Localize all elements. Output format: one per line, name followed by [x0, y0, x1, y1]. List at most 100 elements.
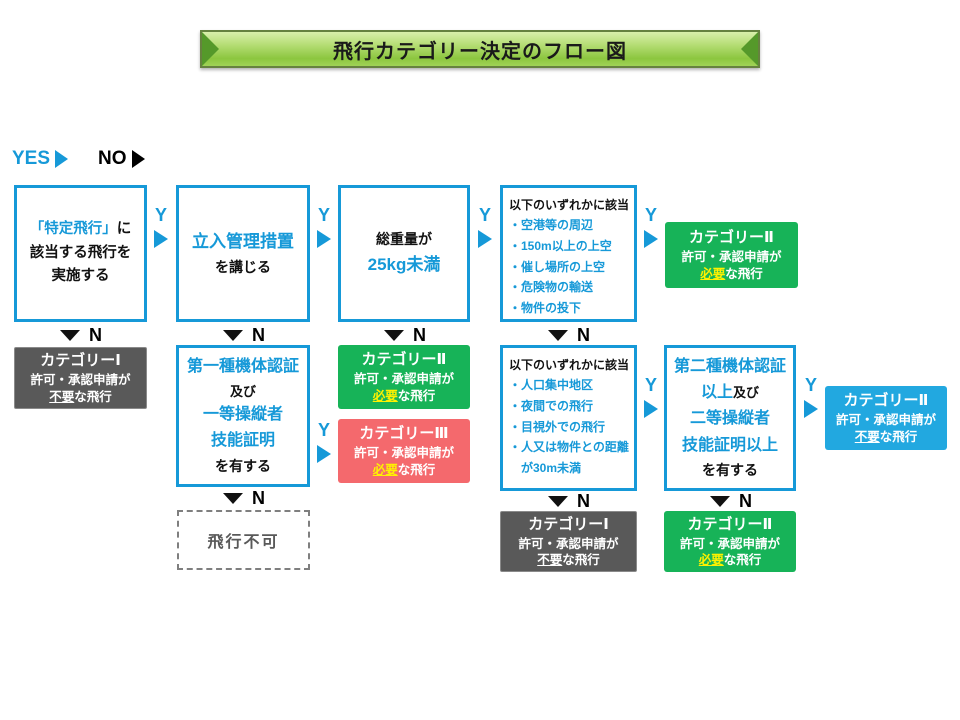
list-item: ・150m以上の上空 — [509, 239, 612, 254]
condition-list-box-airspace: 以下のいずれかに該当 ・空港等の周辺 ・150m以上の上空 ・催し場所の上空 ・… — [500, 185, 637, 322]
result-subtitle: 不要な飛行 — [49, 389, 112, 406]
legend-yes-label: YES — [12, 148, 51, 169]
emphasis-text: 必要 — [372, 462, 398, 477]
no-fly-label: 飛行不可 — [207, 534, 280, 551]
result-category2-top: カテゴリーⅡ 許可・承認申請が 必要な飛行 — [665, 222, 798, 288]
yes-arrow: Y — [638, 376, 664, 418]
arrow-label-n: N — [577, 325, 590, 345]
right-arrow-icon — [804, 400, 818, 418]
decision-box-weight: 総重量が 25kg未満 — [338, 185, 470, 322]
list-item: ・夜間での飛行 — [509, 399, 594, 414]
result-subtitle: 不要な飛行 — [855, 429, 918, 446]
condition-list-box-flight-mode: 以下のいずれかに該当 ・人口集中地区 ・夜間での飛行 ・目視外での飛行 ・人又は… — [500, 345, 637, 491]
yes-arrow: Y — [311, 421, 337, 463]
plain-text: な飛行 — [397, 388, 436, 403]
right-arrow-icon — [317, 445, 331, 463]
result-category2-mid: カテゴリーⅡ 許可・承認申請が 必要な飛行 — [338, 345, 470, 409]
result-subtitle: 許可・承認申請が — [679, 536, 780, 551]
result-subtitle: 必要な飛行 — [699, 552, 762, 569]
no-marker: N — [548, 326, 590, 344]
down-arrow-icon — [223, 492, 243, 504]
decision-box-tokutei-hikou: 「特定飛行」に 該当する飛行を 実施する — [14, 185, 147, 322]
yes-arrow: Y — [148, 206, 174, 248]
list-item: ・危険物の輸送 — [509, 280, 594, 295]
plain-text: な飛行 — [74, 389, 112, 404]
no-fly-box: 飛行不可 — [177, 510, 310, 570]
arrow-label-n: N — [577, 491, 590, 511]
list-item: ・目視外での飛行 — [509, 419, 606, 434]
result-category2-blue: カテゴリーⅡ 許可・承認申請が 不要な飛行 — [825, 386, 947, 450]
highlight-text: 二等操縦者 — [689, 410, 770, 428]
down-arrow-icon — [384, 329, 404, 341]
right-arrow-icon — [478, 230, 492, 248]
right-arrow-icon — [317, 230, 331, 248]
arrow-label-y: Y — [644, 205, 657, 225]
yes-arrow: Y — [638, 206, 664, 248]
no-marker: N — [384, 326, 426, 344]
box-text-line: 以上及び — [701, 380, 759, 406]
emphasis-text: 必要 — [698, 553, 724, 568]
banner-bevel-right-icon — [741, 32, 758, 66]
result-title: カテゴリーⅡ — [689, 229, 774, 247]
no-marker: N — [710, 492, 752, 510]
result-category1-bottom: カテゴリーⅠ 許可・承認申請が 不要な飛行 — [500, 511, 637, 572]
legend: YES NO — [12, 148, 145, 170]
emphasis-text: 必要 — [700, 266, 726, 281]
arrow-label-y: Y — [317, 205, 330, 225]
highlight-text: 25kg未満 — [367, 255, 441, 275]
result-subtitle: 許可・承認申請が — [681, 250, 782, 264]
plain-text: な飛行 — [397, 462, 436, 477]
arrow-label-y: Y — [804, 375, 817, 395]
result-subtitle: 必要な飛行 — [700, 266, 763, 283]
result-category1-left: カテゴリーⅠ 許可・承認申請が 不要な飛行 — [14, 347, 147, 409]
down-arrow-icon — [548, 329, 568, 341]
no-marker: N — [548, 492, 590, 510]
result-title: カテゴリーⅡ — [361, 351, 447, 369]
box-text-line: 該当する飛行を — [29, 244, 132, 261]
no-marker: N — [223, 326, 265, 344]
highlight-text: 以上 — [700, 384, 733, 402]
result-subtitle: 必要な飛行 — [373, 462, 436, 479]
highlight-text: 立入管理措置 — [192, 231, 294, 251]
title-banner: 飛行カテゴリー決定のフロー図 — [200, 30, 760, 68]
highlight-text: 「特定飛行」 — [29, 220, 117, 237]
result-title: カテゴリーⅢ — [359, 425, 449, 443]
arrow-label-y: Y — [644, 375, 657, 395]
down-arrow-icon — [548, 495, 568, 507]
plain-text: な飛行 — [723, 553, 762, 568]
down-arrow-icon — [710, 495, 730, 507]
right-arrow-icon — [644, 230, 658, 248]
result-title: カテゴリーⅡ — [843, 392, 929, 410]
box-text-line: 「特定飛行」に — [30, 218, 132, 242]
arrow-label-n: N — [739, 491, 752, 511]
arrow-label-n: N — [252, 325, 265, 345]
down-arrow-icon — [60, 329, 80, 341]
yes-arrow: Y — [472, 206, 498, 248]
highlight-text: 技能証明以上 — [681, 436, 778, 454]
result-subtitle: 必要な飛行 — [373, 388, 436, 405]
banner-bevel-left-icon — [202, 32, 219, 66]
list-item: が30m未満 — [509, 460, 582, 475]
legend-no-label: NO — [98, 148, 127, 169]
list-header: 以下のいずれかに該当 — [509, 198, 630, 212]
emphasis-text: 不要 — [854, 429, 880, 444]
no-marker: N — [223, 489, 265, 507]
highlight-text: 一等操縦者 — [202, 405, 283, 423]
plain-text: に — [116, 220, 132, 237]
result-subtitle: 不要な飛行 — [537, 552, 600, 569]
decision-box-second-class-cert: 第二種機体認証 以上及び 二等操縦者 技能証明以上 を有する — [664, 345, 796, 491]
box-text-line: 実施する — [51, 268, 110, 285]
down-arrow-icon — [223, 329, 243, 341]
legend-yes: YES — [12, 148, 69, 170]
page-title: 飛行カテゴリー決定のフロー図 — [333, 40, 627, 63]
list-header: 以下のいずれかに該当 — [509, 358, 630, 372]
decision-box-tachiiri-kanri: 立入管理措置 を講じる — [176, 185, 310, 322]
right-arrow-icon — [154, 230, 168, 248]
result-subtitle: 許可・承認申請が — [835, 413, 936, 427]
plain-text: な飛行 — [562, 553, 600, 568]
right-arrow-icon — [644, 400, 658, 418]
result-category2-bottom: カテゴリーⅡ 許可・承認申請が 必要な飛行 — [664, 511, 796, 572]
list-item: ・人又は物件との距離 — [509, 440, 629, 455]
result-category3: カテゴリーⅢ 許可・承認申請が 必要な飛行 — [338, 419, 470, 483]
plain-text: を有する — [702, 462, 758, 479]
